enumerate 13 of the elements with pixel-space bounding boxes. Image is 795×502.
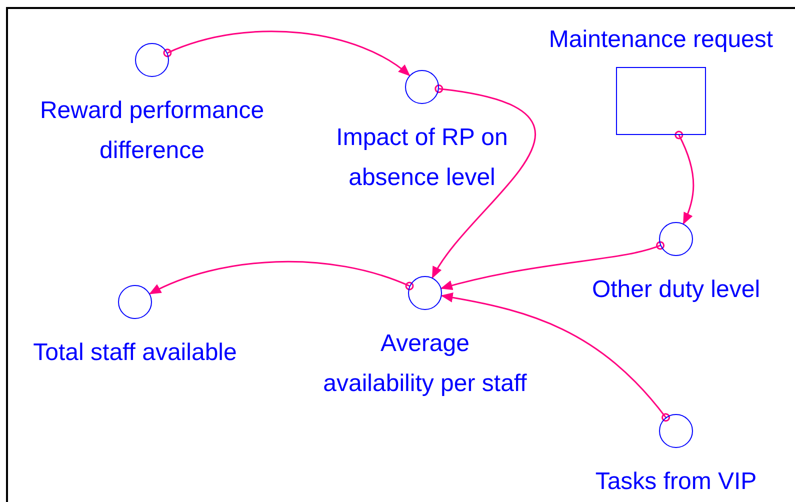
causal-arrow: [163, 30, 410, 76]
causal-arrow: [674, 130, 694, 225]
variable-label: Total staff available: [33, 338, 237, 368]
variable-label: Other duty level: [592, 275, 760, 305]
variable-label: Tasks from VIP: [595, 467, 757, 497]
causal-arrow: [432, 84, 536, 279]
causal-arrow: [440, 292, 670, 422]
variable-label: Average availability per staff: [322, 329, 528, 399]
variable-label: Impact of RP on absence level: [335, 123, 509, 193]
causal-arrow: [440, 241, 665, 290]
variable-label: Reward performance difference: [38, 96, 266, 166]
variable-label: Maintenance request: [548, 25, 774, 55]
causal-arrow: [148, 261, 414, 294]
